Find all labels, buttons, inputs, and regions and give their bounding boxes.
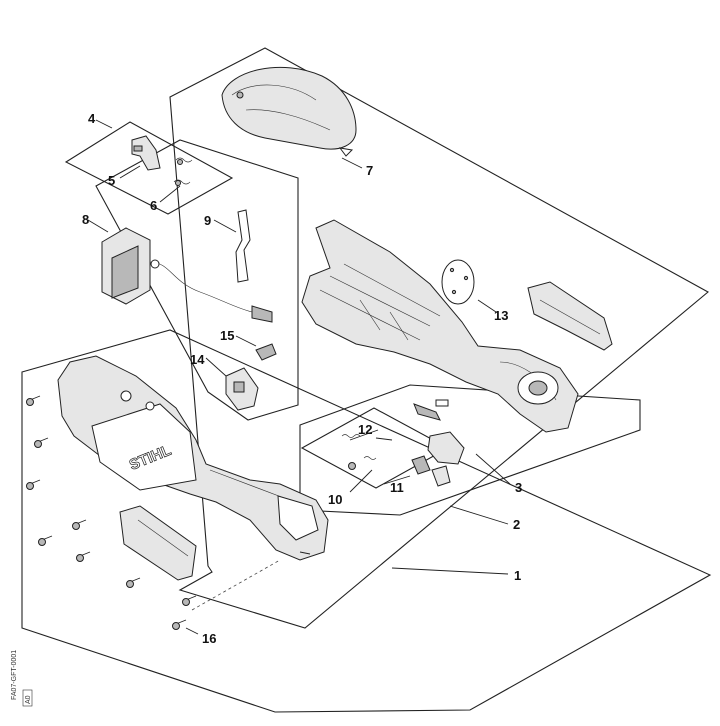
screw — [126, 577, 141, 588]
screw — [38, 535, 53, 546]
screw — [72, 519, 87, 530]
callout-6: 6 — [150, 198, 157, 213]
callout-11: 11 — [390, 480, 404, 495]
frame-left-group — [95, 139, 299, 421]
assembly-dashed-line — [191, 559, 281, 611]
document-id: FA07-GFT-0001 — [11, 650, 18, 700]
frame-kit-4 — [64, 121, 234, 215]
part-8-electronics-module — [101, 227, 273, 323]
callout-13: 13 — [494, 308, 508, 323]
part-15-clip — [255, 343, 277, 361]
screw — [182, 595, 197, 606]
left-housing-shell: STIHL — [57, 355, 329, 561]
screw — [172, 619, 187, 630]
document-sub-box — [22, 689, 33, 707]
callout-14: 14 — [190, 352, 205, 367]
callout-10: 10 — [328, 492, 342, 507]
part-12-spring-pin — [341, 434, 393, 470]
main-housing-shell — [301, 219, 579, 433]
part-16-screws — [26, 395, 197, 630]
part-14-switch — [225, 367, 259, 411]
part-7-top-cover — [221, 66, 357, 157]
callout-16: 16 — [202, 631, 216, 646]
screw — [34, 437, 49, 448]
callout-1: 1 — [514, 568, 521, 583]
leader-lines — [87, 119, 511, 635]
callout-12: 12 — [358, 422, 372, 437]
callout-3: 3 — [515, 480, 522, 495]
frame-kit-10 — [300, 407, 450, 489]
callout-15: 15 — [220, 328, 234, 343]
callout-7: 7 — [366, 163, 373, 178]
frame-assembly-3 — [299, 384, 641, 516]
screw — [76, 551, 91, 562]
callout-2: 2 — [513, 517, 520, 532]
screw — [26, 395, 41, 406]
part-9-contact — [235, 209, 251, 283]
callout-9: 9 — [204, 213, 211, 228]
part-5-latch — [131, 135, 161, 171]
callout-8: 8 — [82, 212, 89, 227]
frame-assembly-1 — [21, 329, 712, 713]
part-13-side-cover — [527, 281, 613, 351]
part-13-seal — [441, 259, 475, 305]
callout-4: 4 — [88, 111, 96, 126]
handle-grip — [119, 505, 197, 581]
screw — [26, 479, 41, 490]
document-sub: A0 — [25, 695, 32, 704]
callout-5: 5 — [108, 173, 115, 188]
part-6-springs — [173, 157, 193, 186]
part-11-levers — [411, 399, 465, 487]
